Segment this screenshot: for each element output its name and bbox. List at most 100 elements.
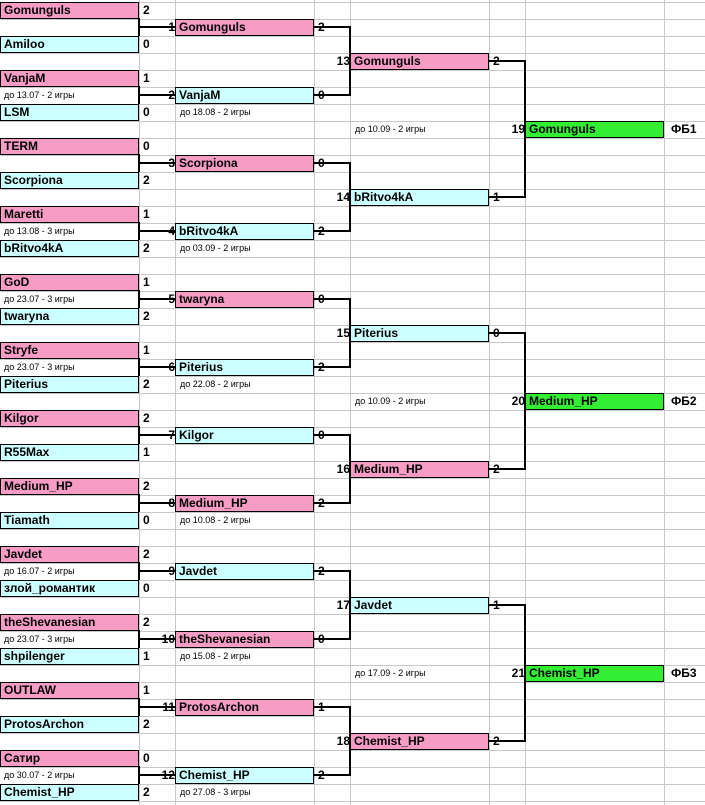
match-number: 17	[336, 598, 350, 612]
player-score: 2	[143, 615, 150, 629]
bracket-connector	[314, 366, 350, 368]
player-cell[interactable]: theShevanesian	[0, 614, 139, 631]
bracket-connector	[314, 774, 350, 776]
player-cell[interactable]: VanjaM	[0, 70, 139, 87]
player-score: 0	[143, 513, 150, 527]
player-cell[interactable]: Chemist_HP	[0, 784, 139, 801]
player-cell[interactable]: Amiloo	[0, 36, 139, 53]
bracket-connector	[139, 298, 175, 300]
match-number: 8	[168, 496, 175, 510]
finalist-cell[interactable]: Medium_HP	[525, 393, 664, 410]
player-score: 2	[143, 547, 150, 561]
match-number: 1	[168, 20, 175, 34]
bracket-connector	[314, 26, 350, 28]
match-number: 18	[336, 734, 350, 748]
match-deadline-note: до 23.07 - 3 игры	[4, 294, 75, 304]
player-cell[interactable]: bRitvo4kA	[0, 240, 139, 257]
match-number: 3	[168, 156, 175, 170]
player-cell[interactable]: Tiamath	[0, 512, 139, 529]
match-number: 7	[168, 428, 175, 442]
player-cell[interactable]: Chemist_HP	[350, 733, 489, 750]
bracket-connector	[314, 570, 350, 572]
player-score: 2	[143, 3, 150, 17]
finalist-cell[interactable]: Gomunguls	[525, 121, 664, 138]
bracket-connector	[489, 740, 525, 742]
player-cell[interactable]: Javdet	[175, 563, 314, 580]
match-number: 9	[168, 564, 175, 578]
bracket-connector	[489, 332, 525, 334]
player-score: 1	[143, 207, 150, 221]
player-cell[interactable]: Scorpiona	[175, 155, 314, 172]
player-cell[interactable]: Maretti	[0, 206, 139, 223]
match-number: 2	[168, 88, 175, 102]
player-cell[interactable]: Medium_HP	[0, 478, 139, 495]
player-cell[interactable]: Kilgor	[0, 410, 139, 427]
player-cell[interactable]: theShevanesian	[175, 631, 314, 648]
bracket-connector	[139, 434, 175, 436]
player-score: 0	[143, 751, 150, 765]
bracket-connector	[139, 162, 175, 164]
finalist-cell[interactable]: Chemist_HP	[525, 665, 664, 682]
player-cell[interactable]: ProtosArchon	[0, 716, 139, 733]
bracket-connector	[139, 774, 175, 776]
bracket-connector	[139, 502, 175, 504]
player-score: 1	[143, 275, 150, 289]
player-cell[interactable]: Piterius	[350, 325, 489, 342]
player-cell[interactable]: злой_романтик	[0, 580, 139, 597]
match-deadline-note: до 16.07 - 2 игры	[4, 566, 75, 576]
player-cell[interactable]: shpilenger	[0, 648, 139, 665]
player-cell[interactable]: OUTLAW	[0, 682, 139, 699]
player-score: 0	[143, 105, 150, 119]
match-deadline-note: до 22.08 - 2 игры	[180, 379, 251, 389]
bracket-connector	[489, 60, 525, 62]
bracket-connector	[139, 94, 175, 96]
match-number: 5	[168, 292, 175, 306]
player-cell[interactable]: Gomunguls	[175, 19, 314, 36]
player-score: 0	[143, 581, 150, 595]
player-cell[interactable]: Gomunguls	[350, 53, 489, 70]
player-cell[interactable]: Stryfe	[0, 342, 139, 359]
bracket-connector	[139, 706, 175, 708]
match-number: 6	[168, 360, 175, 374]
match-deadline-note: до 10.09 - 2 игры	[355, 396, 426, 406]
player-cell[interactable]: twaryna	[175, 291, 314, 308]
match-number: 14	[336, 190, 350, 204]
bracket-connector	[314, 230, 350, 232]
player-cell[interactable]: Piterius	[0, 376, 139, 393]
player-score: 1	[143, 71, 150, 85]
player-cell[interactable]: Javdet	[0, 546, 139, 563]
player-cell[interactable]: TERM	[0, 138, 139, 155]
player-cell[interactable]: Medium_HP	[175, 495, 314, 512]
final-bracket-label: ФБ3	[671, 666, 697, 680]
player-cell[interactable]: Chemist_HP	[175, 767, 314, 784]
player-score: 2	[143, 411, 150, 425]
player-cell[interactable]: VanjaM	[175, 87, 314, 104]
bracket-connector	[314, 162, 350, 164]
match-deadline-note: до 18.08 - 2 игры	[180, 107, 251, 117]
player-cell[interactable]: Сатир	[0, 750, 139, 767]
player-cell[interactable]: Medium_HP	[350, 461, 489, 478]
match-deadline-note: до 13.07 - 2 игры	[4, 90, 75, 100]
player-cell[interactable]: Piterius	[175, 359, 314, 376]
player-cell[interactable]: ProtosArchon	[175, 699, 314, 716]
match-number: 20	[511, 394, 525, 408]
match-deadline-note: до 15.08 - 2 игры	[180, 651, 251, 661]
player-cell[interactable]: bRitvo4kA	[350, 189, 489, 206]
player-score: 0	[143, 37, 150, 51]
match-number: 11	[162, 700, 175, 714]
bracket-connector	[139, 26, 175, 28]
player-cell[interactable]: Javdet	[350, 597, 489, 614]
player-cell[interactable]: R55Max	[0, 444, 139, 461]
player-score: 2	[143, 241, 150, 255]
player-cell[interactable]: bRitvo4kA	[175, 223, 314, 240]
player-cell[interactable]: twaryna	[0, 308, 139, 325]
player-cell[interactable]: Kilgor	[175, 427, 314, 444]
match-number: 12	[161, 768, 175, 782]
bracket-connector	[489, 468, 525, 470]
bracket-connector	[314, 706, 350, 708]
player-cell[interactable]: Gomunguls	[0, 2, 139, 19]
player-cell[interactable]: LSM	[0, 104, 139, 121]
player-cell[interactable]: Scorpiona	[0, 172, 139, 189]
player-score: 0	[143, 139, 150, 153]
player-cell[interactable]: GoD	[0, 274, 139, 291]
